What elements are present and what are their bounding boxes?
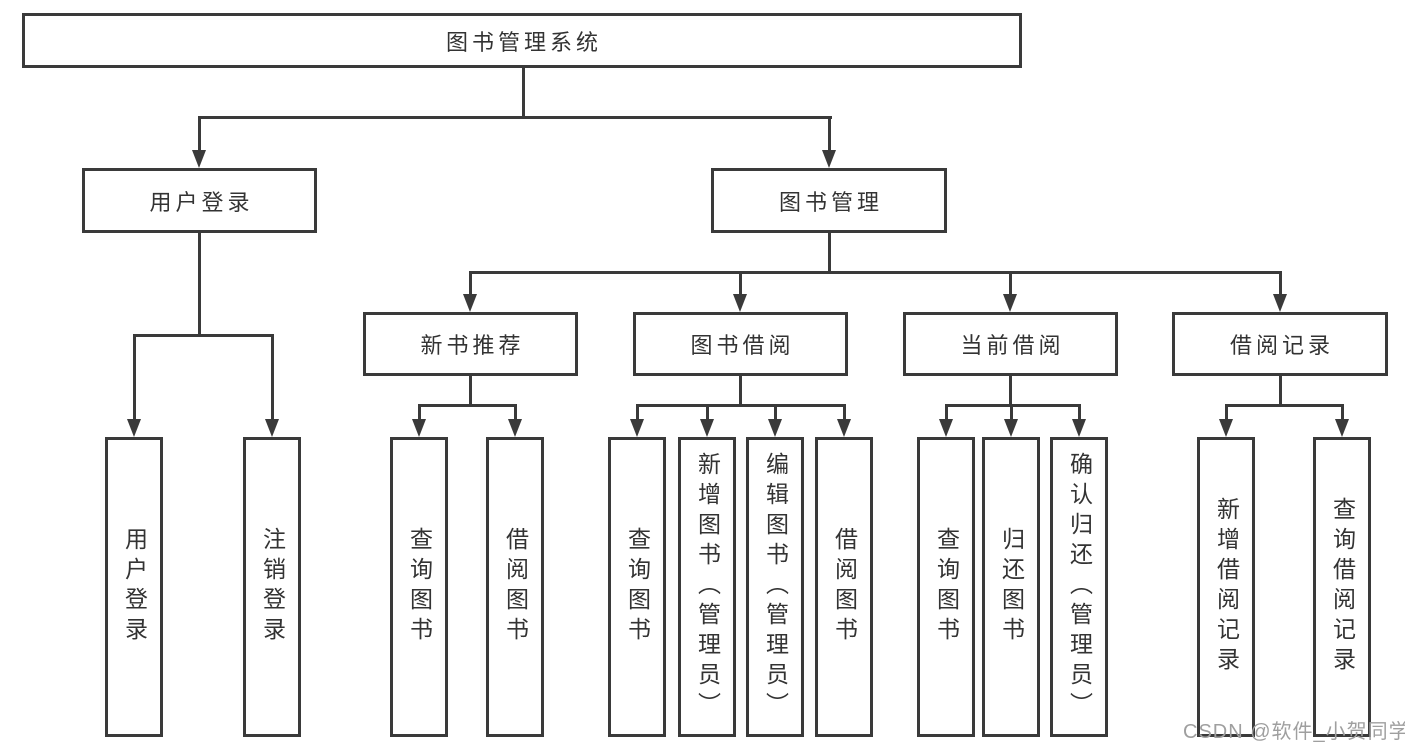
connector-drop	[1341, 404, 1344, 420]
node-user-login-label: 用户登录	[149, 189, 254, 215]
leaf-records-add-record: 新增借阅记录	[1197, 437, 1255, 737]
arrowhead	[508, 419, 522, 437]
connector-user-stub	[198, 233, 201, 336]
connector-drop	[1010, 404, 1013, 420]
leaf-label: 查询借阅记录	[1329, 497, 1356, 677]
arrowhead	[1219, 419, 1233, 437]
node-root-label: 图书管理系统	[445, 29, 602, 55]
connector-drop-leaf-login	[133, 334, 136, 419]
arrowhead-leaf-logout	[265, 419, 279, 437]
node-borrow-records: 借阅记录	[1172, 312, 1388, 376]
arrowhead	[412, 419, 426, 437]
arrowhead-user	[192, 150, 206, 168]
node-borrow-records-label: 借阅记录	[1229, 333, 1334, 358]
leaf-label: 查询图书	[933, 527, 960, 647]
node-user-login: 用户登录	[82, 168, 317, 233]
node-root: 图书管理系统	[22, 13, 1022, 68]
arrowhead-borrow	[733, 294, 747, 312]
node-new-books-label: 新书推荐	[420, 333, 525, 358]
leaf-borrow-borrow-books: 借阅图书	[815, 437, 873, 737]
connector-drop-borrow	[739, 271, 742, 295]
arrowhead-recommend	[463, 294, 477, 312]
connector-drop	[774, 404, 777, 420]
connector-recommend-stub	[469, 376, 472, 406]
connector-drop	[514, 404, 517, 420]
leaf-label: 新增图书（管理员）	[694, 452, 721, 722]
leaf-current-confirm-return-admin: 确认归还（管理员）	[1050, 437, 1108, 737]
connector-drop-leaf-logout	[271, 334, 274, 419]
connector-drop-records	[1279, 271, 1282, 295]
arrowhead	[837, 419, 851, 437]
connector-records-rail	[1225, 404, 1343, 407]
leaf-user-login-label: 用户登录	[121, 527, 148, 647]
csdn-watermark: CSDN @软件_小贺同学	[1183, 721, 1405, 743]
node-book-mgmt: 图书管理	[711, 168, 947, 233]
node-book-borrow-label: 图书借阅	[690, 333, 795, 358]
node-current-borrow: 当前借阅	[903, 312, 1118, 376]
leaf-records-query-record: 查询借阅记录	[1313, 437, 1371, 737]
leaf-label: 查询图书	[406, 527, 433, 647]
leaf-label: 确认归还（管理员）	[1066, 452, 1093, 722]
node-new-books: 新书推荐	[363, 312, 578, 376]
leaf-label: 借阅图书	[502, 527, 529, 647]
leaf-label: 查询图书	[624, 527, 651, 647]
leaf-logout: 注销登录	[243, 437, 301, 737]
leaf-label: 借阅图书	[831, 527, 858, 647]
connector-drop-mgmt	[828, 116, 831, 150]
connector-drop-recommend	[469, 271, 472, 295]
leaf-label: 新增借阅记录	[1213, 497, 1240, 677]
leaf-current-return-books: 归还图书	[982, 437, 1040, 737]
arrowhead	[700, 419, 714, 437]
arrowhead	[1004, 419, 1018, 437]
connector-drop	[1078, 404, 1081, 420]
leaf-label: 归还图书	[998, 527, 1025, 647]
leaf-recommend-query-books: 查询图书	[390, 437, 448, 737]
connector-borrow-rail	[636, 404, 845, 407]
connector-recommend-rail	[418, 404, 517, 407]
connector-records-stub	[1279, 376, 1282, 406]
arrowhead	[1072, 419, 1086, 437]
leaf-borrow-add-books-admin: 新增图书（管理员）	[678, 437, 736, 737]
connector-drop	[418, 404, 421, 420]
leaf-recommend-borrow-books: 借阅图书	[486, 437, 544, 737]
leaf-current-query-books: 查询图书	[917, 437, 975, 737]
arrowhead	[939, 419, 953, 437]
connector-level2-rail	[198, 116, 832, 119]
node-current-borrow-label: 当前借阅	[960, 333, 1065, 358]
connector-drop-current	[1009, 271, 1012, 295]
connector-mgmt-stub	[828, 233, 831, 273]
connector-borrow-stub	[739, 376, 742, 406]
connector-root-stub	[522, 68, 525, 118]
connector-drop	[1225, 404, 1228, 420]
leaf-logout-label: 注销登录	[259, 527, 286, 647]
leaf-borrow-edit-books-admin: 编辑图书（管理员）	[746, 437, 804, 737]
leaf-borrow-query-books: 查询图书	[608, 437, 666, 737]
connector-drop	[706, 404, 709, 420]
arrowhead	[768, 419, 782, 437]
connector-level3-rail	[469, 271, 1282, 274]
connector-drop-user	[198, 116, 201, 150]
arrowhead-leaf-login	[127, 419, 141, 437]
leaf-label: 编辑图书（管理员）	[762, 452, 789, 722]
connector-current-stub	[1009, 376, 1012, 406]
node-book-borrow: 图书借阅	[633, 312, 848, 376]
node-book-mgmt-label: 图书管理	[778, 189, 883, 215]
connector-drop	[945, 404, 948, 420]
arrowhead-current	[1003, 294, 1017, 312]
connector-drop	[843, 404, 846, 420]
arrowhead-records	[1273, 294, 1287, 312]
arrowhead	[1335, 419, 1349, 437]
leaf-user-login: 用户登录	[105, 437, 163, 737]
arrowhead	[630, 419, 644, 437]
arrowhead-mgmt	[822, 150, 836, 168]
connector-user-rail	[133, 334, 273, 337]
connector-drop	[636, 404, 639, 420]
